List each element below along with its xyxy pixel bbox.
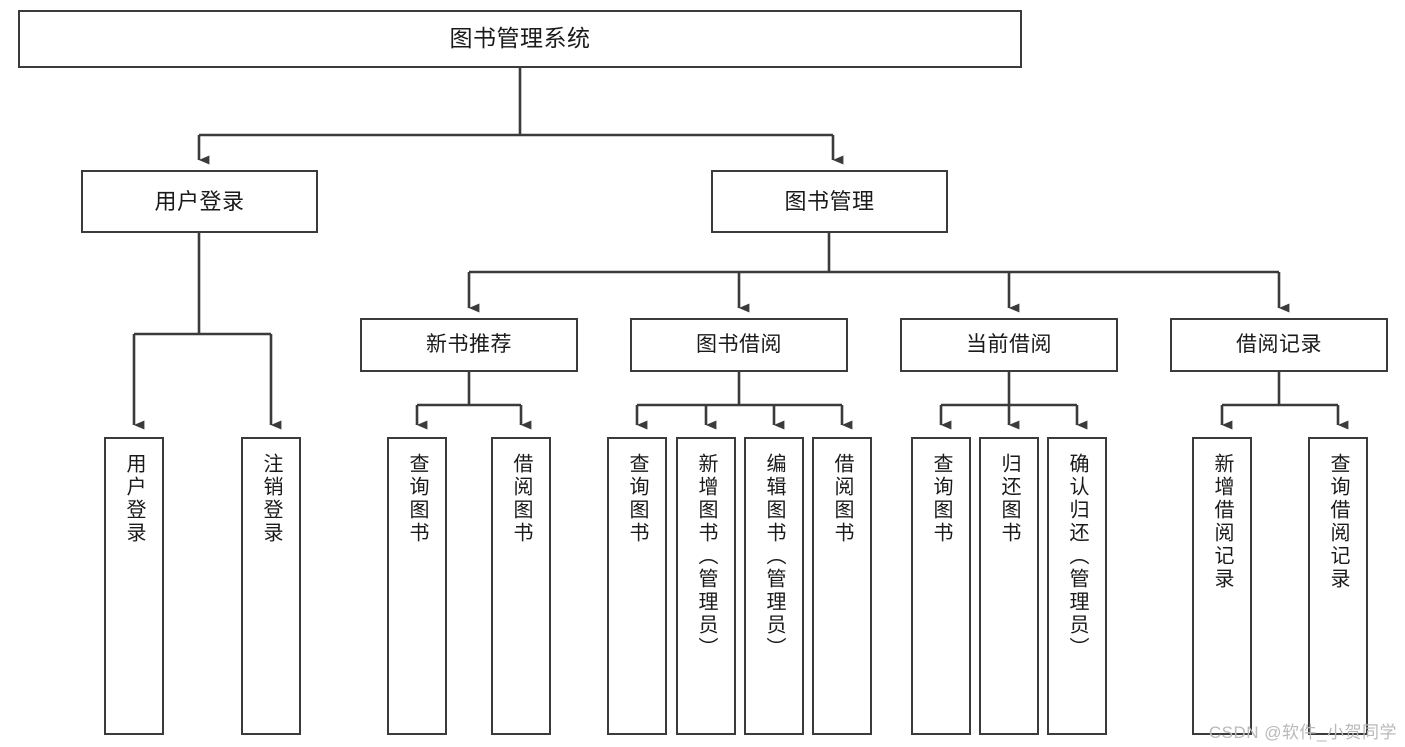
leaf-query-borrow-record[interactable]: 查询借阅记录 (1308, 437, 1368, 735)
node-borrow-record[interactable]: 借阅记录 (1170, 318, 1388, 372)
node-book-manage[interactable]: 图书管理 (711, 170, 948, 233)
node-book-borrow[interactable]: 图书借阅 (630, 318, 848, 372)
leaf-query-book-borrow[interactable]: 查询图书 (607, 437, 667, 735)
node-label: 查询图书 (406, 453, 428, 545)
leaf-add-borrow-record[interactable]: 新增借阅记录 (1192, 437, 1252, 735)
leaf-user-logout[interactable]: 注销登录 (241, 437, 301, 735)
node-label: 新书推荐 (426, 332, 512, 356)
leaf-add-book[interactable]: 新增图书（管理员） (676, 437, 736, 735)
leaf-query-book-current[interactable]: 查询图书 (911, 437, 971, 735)
node-label: 查询图书 (930, 453, 952, 545)
leaf-edit-book[interactable]: 编辑图书（管理员） (744, 437, 804, 735)
node-user-login[interactable]: 用户登录 (81, 170, 318, 233)
node-label: 确认归还（管理员） (1066, 453, 1088, 660)
node-label: 借阅记录 (1236, 332, 1322, 356)
node-label: 借阅图书 (831, 453, 853, 545)
leaf-query-book-recommend[interactable]: 查询图书 (387, 437, 447, 735)
leaf-return-book[interactable]: 归还图书 (979, 437, 1039, 735)
node-label: 借阅图书 (510, 453, 532, 545)
leaf-user-login[interactable]: 用户登录 (104, 437, 164, 735)
node-label: 图书管理系统 (449, 25, 591, 52)
leaf-borrow-book[interactable]: 借阅图书 (812, 437, 872, 735)
leaf-confirm-return[interactable]: 确认归还（管理员） (1047, 437, 1107, 735)
node-new-book-recommend[interactable]: 新书推荐 (360, 318, 578, 372)
node-label: 编辑图书（管理员） (763, 453, 785, 660)
node-label: 当前借阅 (966, 332, 1052, 356)
node-label: 归还图书 (998, 453, 1020, 545)
node-label: 图书借阅 (696, 332, 782, 356)
node-label: 用户登录 (123, 453, 145, 545)
node-label: 查询图书 (626, 453, 648, 545)
node-label: 新增图书（管理员） (695, 453, 717, 660)
watermark-text: CSDN @软件_小贺同学 (1208, 723, 1397, 742)
node-label: 注销登录 (260, 453, 282, 545)
node-label: 用户登录 (154, 188, 245, 214)
node-book-management-system[interactable]: 图书管理系统 (18, 10, 1022, 68)
node-current-borrow[interactable]: 当前借阅 (900, 318, 1118, 372)
node-label: 查询借阅记录 (1327, 453, 1349, 591)
node-label: 图书管理 (784, 188, 875, 214)
node-label: 新增借阅记录 (1211, 453, 1233, 591)
leaf-borrow-book-recommend[interactable]: 借阅图书 (491, 437, 551, 735)
